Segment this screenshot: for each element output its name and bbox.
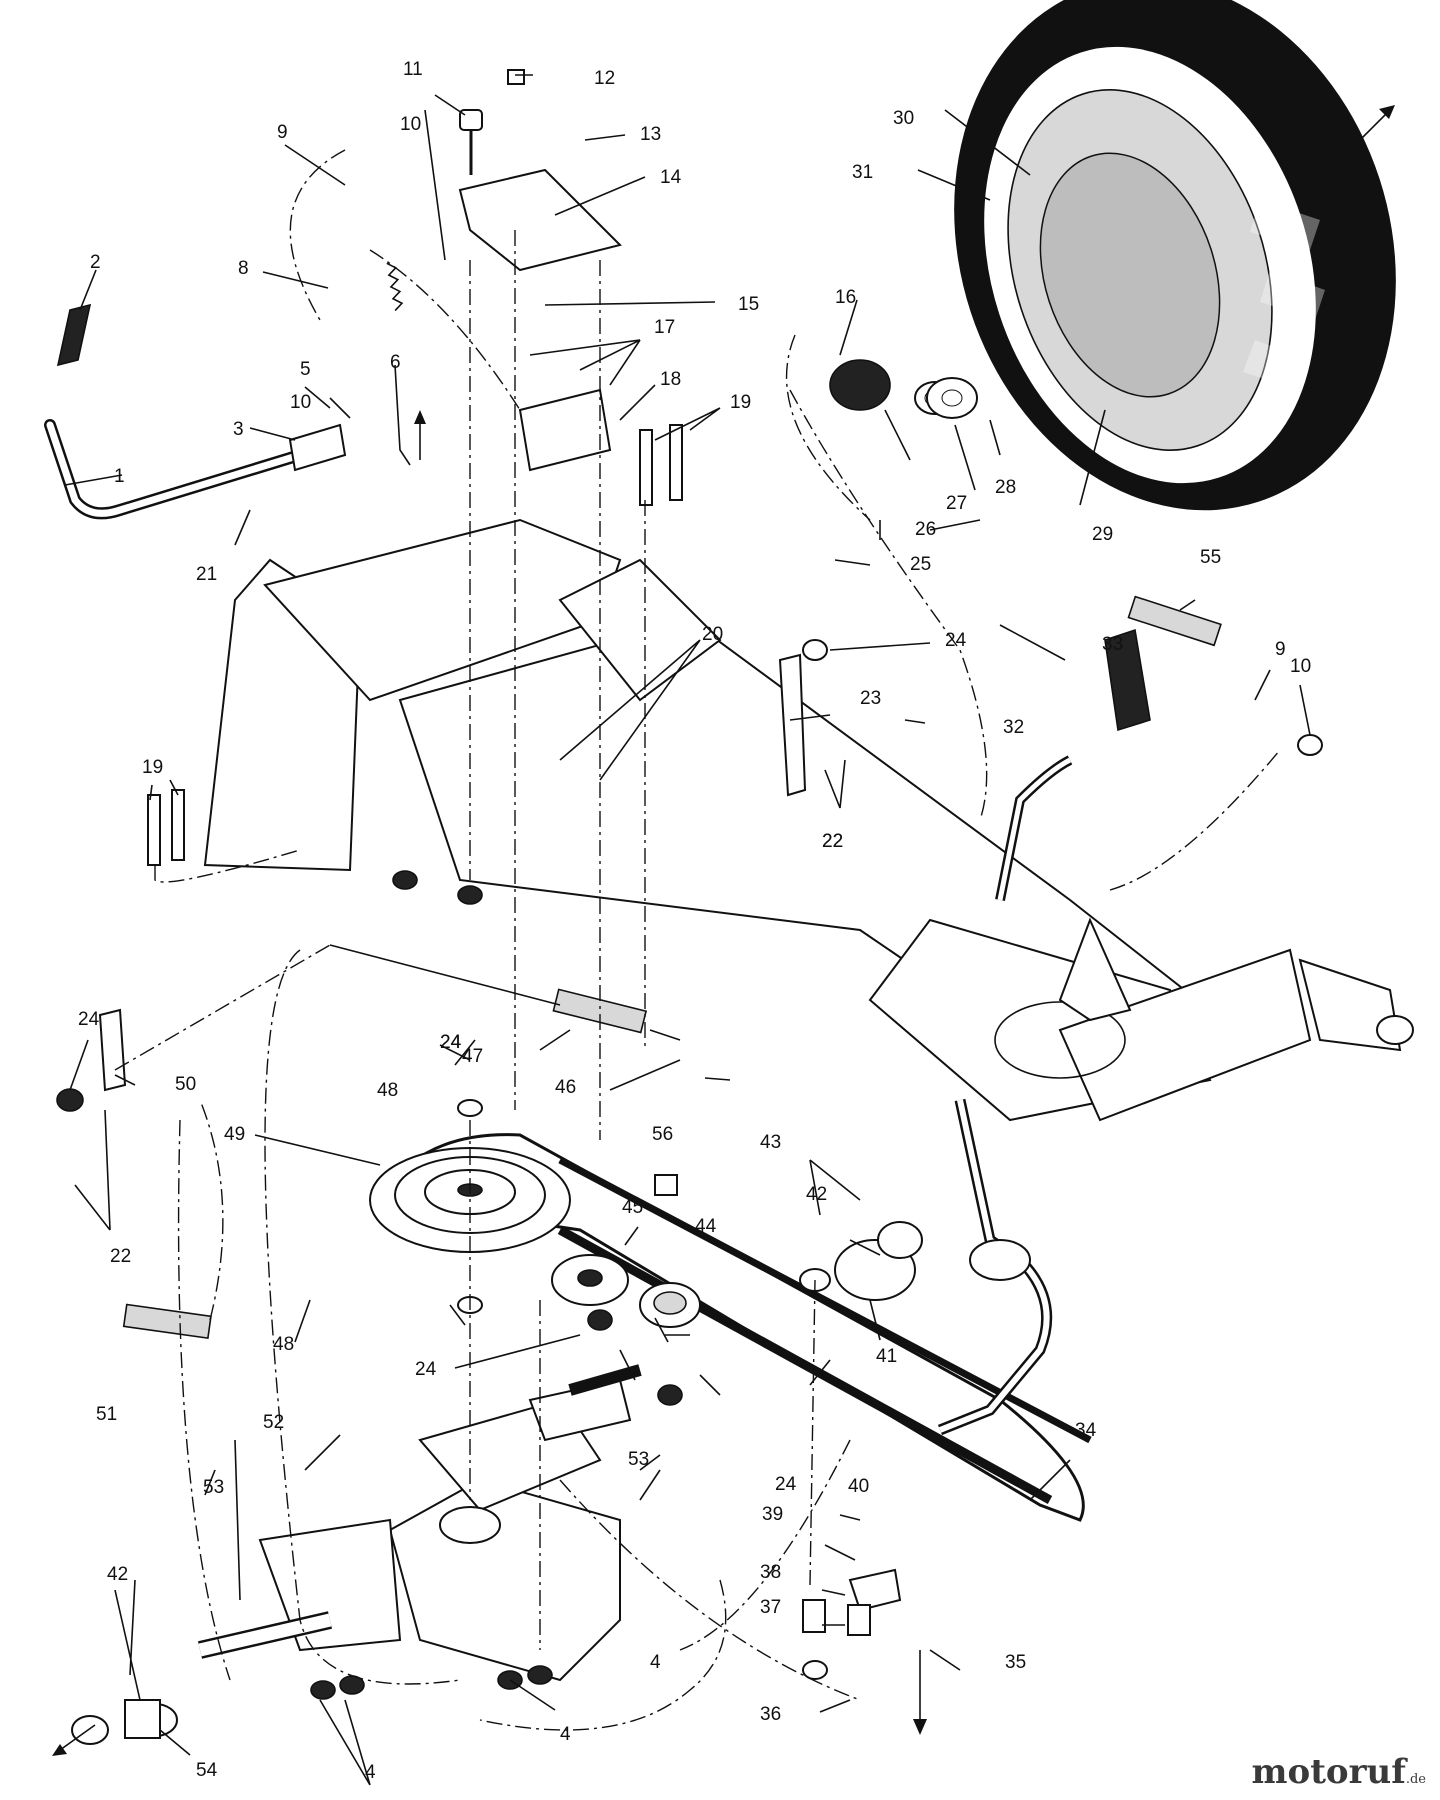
callout-22: 22 — [822, 831, 843, 852]
callout-10c: 10 — [1290, 656, 1311, 677]
callout-22b: 22 — [110, 1246, 131, 1267]
brake-linkage — [847, 628, 1151, 1636]
chassis-frame — [203, 518, 1414, 1122]
callout-27: 27 — [946, 493, 967, 514]
hardware — [56, 69, 1323, 1745]
callout-52: 52 — [263, 1412, 284, 1433]
callout-32: 32 — [1003, 717, 1024, 738]
callout-4b: 4 — [365, 1762, 376, 1783]
brand-watermark: motoruf.de — [1252, 1752, 1426, 1792]
springs — [122, 262, 1222, 1340]
callout-11: 11 — [403, 59, 423, 80]
callout-8: 8 — [238, 258, 249, 279]
transaxle — [197, 1364, 642, 1682]
callout-42: 42 — [806, 1184, 827, 1205]
callout-6: 6 — [390, 352, 401, 373]
callout-39: 39 — [762, 1504, 783, 1525]
callout-53: 53 — [628, 1449, 649, 1470]
callout-54: 54 — [196, 1760, 218, 1781]
callout-18: 18 — [660, 369, 681, 390]
callout-10b: 10 — [290, 392, 311, 413]
callout-48b: 48 — [273, 1334, 294, 1355]
callout-16: 16 — [835, 287, 856, 308]
callout-12: 12 — [594, 68, 615, 89]
callout-9: 9 — [277, 122, 288, 143]
callout-24e: 24 — [775, 1474, 797, 1495]
callout-55: 55 — [1200, 547, 1221, 568]
callout-23: 23 — [860, 688, 881, 709]
callout-41: 41 — [876, 1346, 897, 1367]
direction-arrows — [52, 105, 1395, 1756]
callout-42b: 42 — [107, 1564, 128, 1585]
callout-10: 10 — [400, 114, 421, 135]
callout-36: 36 — [760, 1704, 781, 1725]
shift-lever — [44, 303, 347, 520]
callout-44: 44 — [695, 1216, 717, 1237]
callout-46: 46 — [555, 1077, 576, 1098]
callout-40: 40 — [848, 1476, 869, 1497]
callout-37: 37 — [760, 1597, 781, 1618]
callout-43: 43 — [760, 1132, 781, 1153]
callout-24c: 24 — [440, 1032, 462, 1053]
callout-5: 5 — [300, 359, 311, 380]
callout-24b: 24 — [78, 1009, 100, 1030]
callout-24: 24 — [945, 630, 967, 651]
callout-31: 31 — [852, 162, 873, 183]
callout-24f: 24 — [440, 1032, 462, 1053]
callout-34: 34 — [1075, 1420, 1097, 1441]
callout-13: 13 — [640, 124, 661, 145]
callout-22c: 22 — [822, 831, 843, 852]
callout-48: 48 — [377, 1080, 398, 1101]
callout-56: 56 — [652, 1124, 673, 1145]
callout-19b: 19 — [142, 757, 163, 778]
callout-53b: 53 — [203, 1477, 224, 1498]
callout-47: 47 — [462, 1046, 483, 1067]
callout-4: 4 — [650, 1652, 661, 1673]
callout-19: 19 — [730, 392, 751, 413]
callout-26: 26 — [915, 519, 936, 540]
callout-1: 1 — [114, 466, 125, 487]
callout-51: 51 — [96, 1404, 117, 1425]
leader-lines — [64, 74, 1311, 1786]
watermark-brand: motoruf — [1251, 1752, 1406, 1792]
callout-29: 29 — [1092, 524, 1113, 545]
callout-labels: 1 2 3 4 4 4 5 6 8 9 9 10 10 10 11 12 13 … — [78, 59, 1311, 1783]
callout-28: 28 — [995, 477, 1016, 498]
callout-20: 20 — [702, 624, 723, 645]
callout-9b: 9 — [1275, 639, 1286, 660]
callout-33: 33 — [1102, 634, 1123, 655]
callout-25: 25 — [910, 554, 931, 575]
callout-30: 30 — [893, 108, 914, 129]
watermark-suffix: .de — [1405, 1772, 1426, 1787]
callout-3: 3 — [233, 419, 244, 440]
callout-50: 50 — [175, 1074, 196, 1095]
assembly-lines — [114, 149, 1281, 1731]
callout-14: 14 — [660, 167, 682, 188]
callout-45: 45 — [622, 1197, 643, 1218]
callout-4c: 4 — [560, 1724, 571, 1745]
rear-tire — [954, 0, 1396, 511]
callout-2: 2 — [90, 252, 101, 273]
callout-24d: 24 — [415, 1359, 437, 1380]
callout-38: 38 — [760, 1562, 781, 1583]
callout-35: 35 — [1005, 1652, 1026, 1673]
callout-49: 49 — [224, 1124, 245, 1145]
callout-21: 21 — [196, 564, 217, 585]
callout-15: 15 — [738, 294, 759, 315]
callout-17: 17 — [654, 317, 675, 338]
